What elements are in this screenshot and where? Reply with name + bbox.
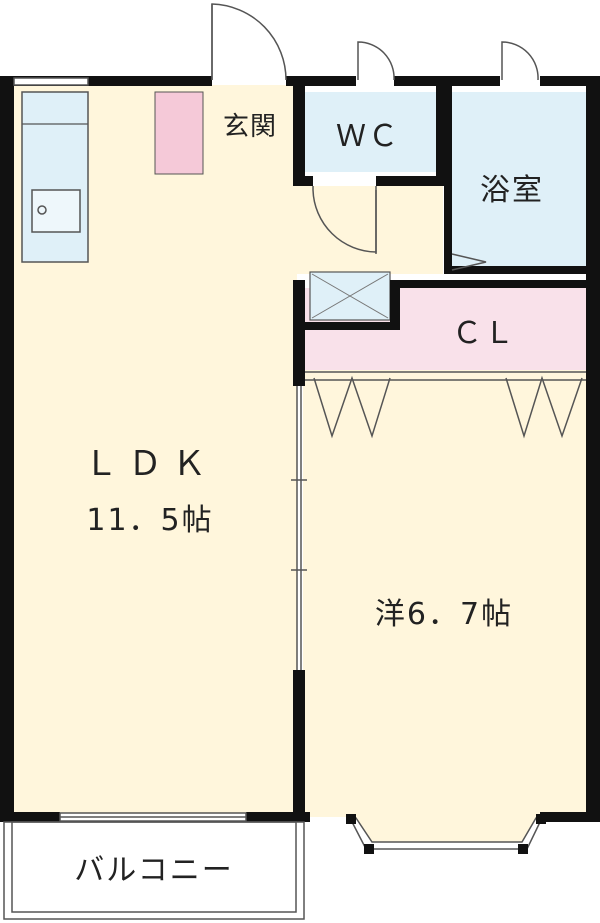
western-room-floor [303, 370, 586, 817]
wc-window [357, 41, 395, 81]
closet-label: ＣＬ [452, 316, 516, 351]
bath-door [451, 253, 487, 271]
wc-floor [303, 92, 439, 172]
floor-areas [14, 85, 586, 849]
bath-floor [450, 92, 586, 272]
bay-window-posts [346, 814, 546, 854]
bath-window [501, 41, 539, 81]
ldk-name-label: ＬＤＫ [84, 444, 216, 484]
closet-door-right [505, 375, 583, 439]
entrance-door [211, 3, 287, 81]
bath-label: 浴室 [480, 173, 544, 208]
sink [31, 189, 81, 233]
wc-label: ＷＣ [336, 119, 400, 154]
walls [0, 76, 600, 822]
bay-window-floor [352, 817, 540, 849]
kitchen-counter [21, 91, 89, 263]
wc-door [312, 186, 377, 253]
ldk-size-label: 11．5帖 [86, 503, 213, 538]
entrance-label: 玄関 [223, 112, 277, 142]
sink-drain [37, 205, 47, 215]
balcony-label: バルコニー [74, 853, 233, 888]
balcony [3, 821, 305, 920]
hall-floor [297, 186, 443, 274]
doors [211, 3, 586, 439]
entrance-floor [205, 85, 297, 149]
shoe-box [154, 91, 204, 175]
closet-door-left [313, 375, 391, 439]
western-room-label: 洋6．7帖 [375, 597, 513, 632]
